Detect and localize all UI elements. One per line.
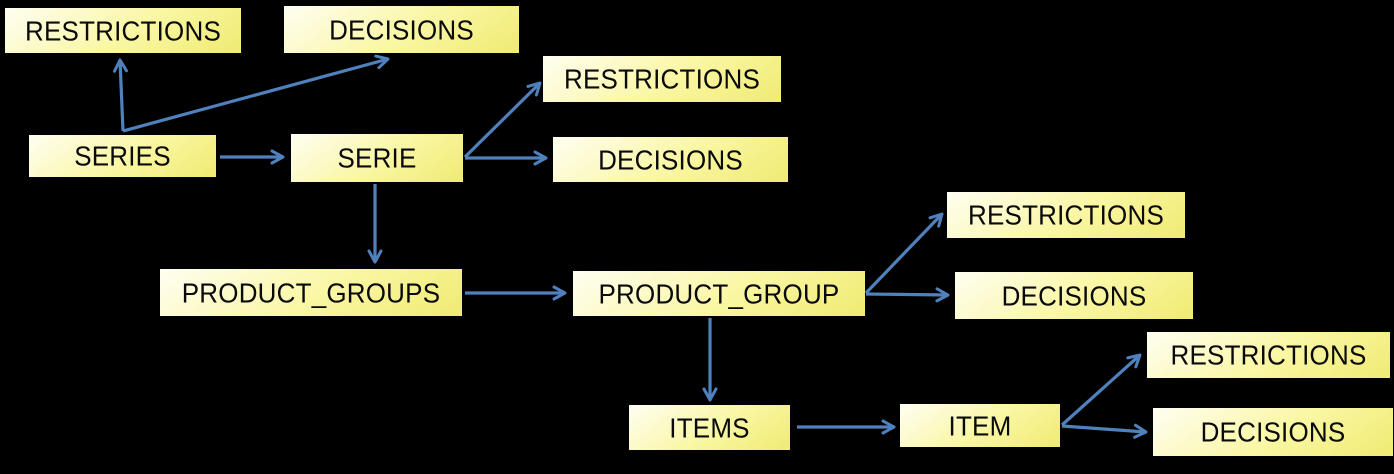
node-label: SERIES <box>74 140 171 172</box>
node-label: ITEM <box>948 409 1012 442</box>
node-label: RESTRICTIONS <box>968 199 1164 231</box>
node-label: PRODUCT_GROUPS <box>181 276 441 309</box>
edge-item-to-item-decisions <box>1061 423 1148 439</box>
node-label: RESTRICTIONS <box>564 63 760 95</box>
node-label: SERIE <box>337 142 417 174</box>
edge-product-group-to-product-group-decisions <box>865 287 950 303</box>
node-serie: SERIE <box>291 134 463 182</box>
node-product-group-decisions: DECISIONS <box>955 272 1193 319</box>
node-item-decisions: DECISIONS <box>1153 408 1393 456</box>
node-product-group-restrictions: RESTRICTIONS <box>947 192 1185 238</box>
node-serie-decisions: DECISIONS <box>553 137 788 182</box>
node-item: ITEM <box>900 404 1060 447</box>
node-series-restrictions: RESTRICTIONS <box>5 8 241 53</box>
node-item-restrictions: RESTRICTIONS <box>1147 332 1390 378</box>
edge-product-group-to-product-group-restrictions <box>864 212 944 295</box>
node-label: RESTRICTIONS <box>1170 339 1367 371</box>
node-label: DECISIONS <box>329 13 474 46</box>
node-label: RESTRICTIONS <box>25 14 221 47</box>
edge-series-to-series-decisions <box>122 54 390 133</box>
node-series: SERIES <box>29 135 216 177</box>
node-series-decisions: DECISIONS <box>284 6 519 53</box>
node-product-group: PRODUCT_GROUP <box>573 271 865 316</box>
node-label: DECISIONS <box>1200 416 1346 448</box>
node-items: ITEMS <box>629 405 790 450</box>
node-label: DECISIONS <box>598 143 743 176</box>
edge-series-to-series-restrictions <box>112 58 128 132</box>
edge-serie-to-serie-restrictions <box>463 81 542 159</box>
node-label: ITEMS <box>669 411 750 444</box>
node-product-groups: PRODUCT_GROUPS <box>160 269 462 316</box>
node-label: PRODUCT_GROUP <box>598 277 840 310</box>
node-label: DECISIONS <box>1001 279 1147 312</box>
node-serie-restrictions: RESTRICTIONS <box>543 56 781 102</box>
edge-item-to-item-restrictions <box>1060 353 1142 427</box>
